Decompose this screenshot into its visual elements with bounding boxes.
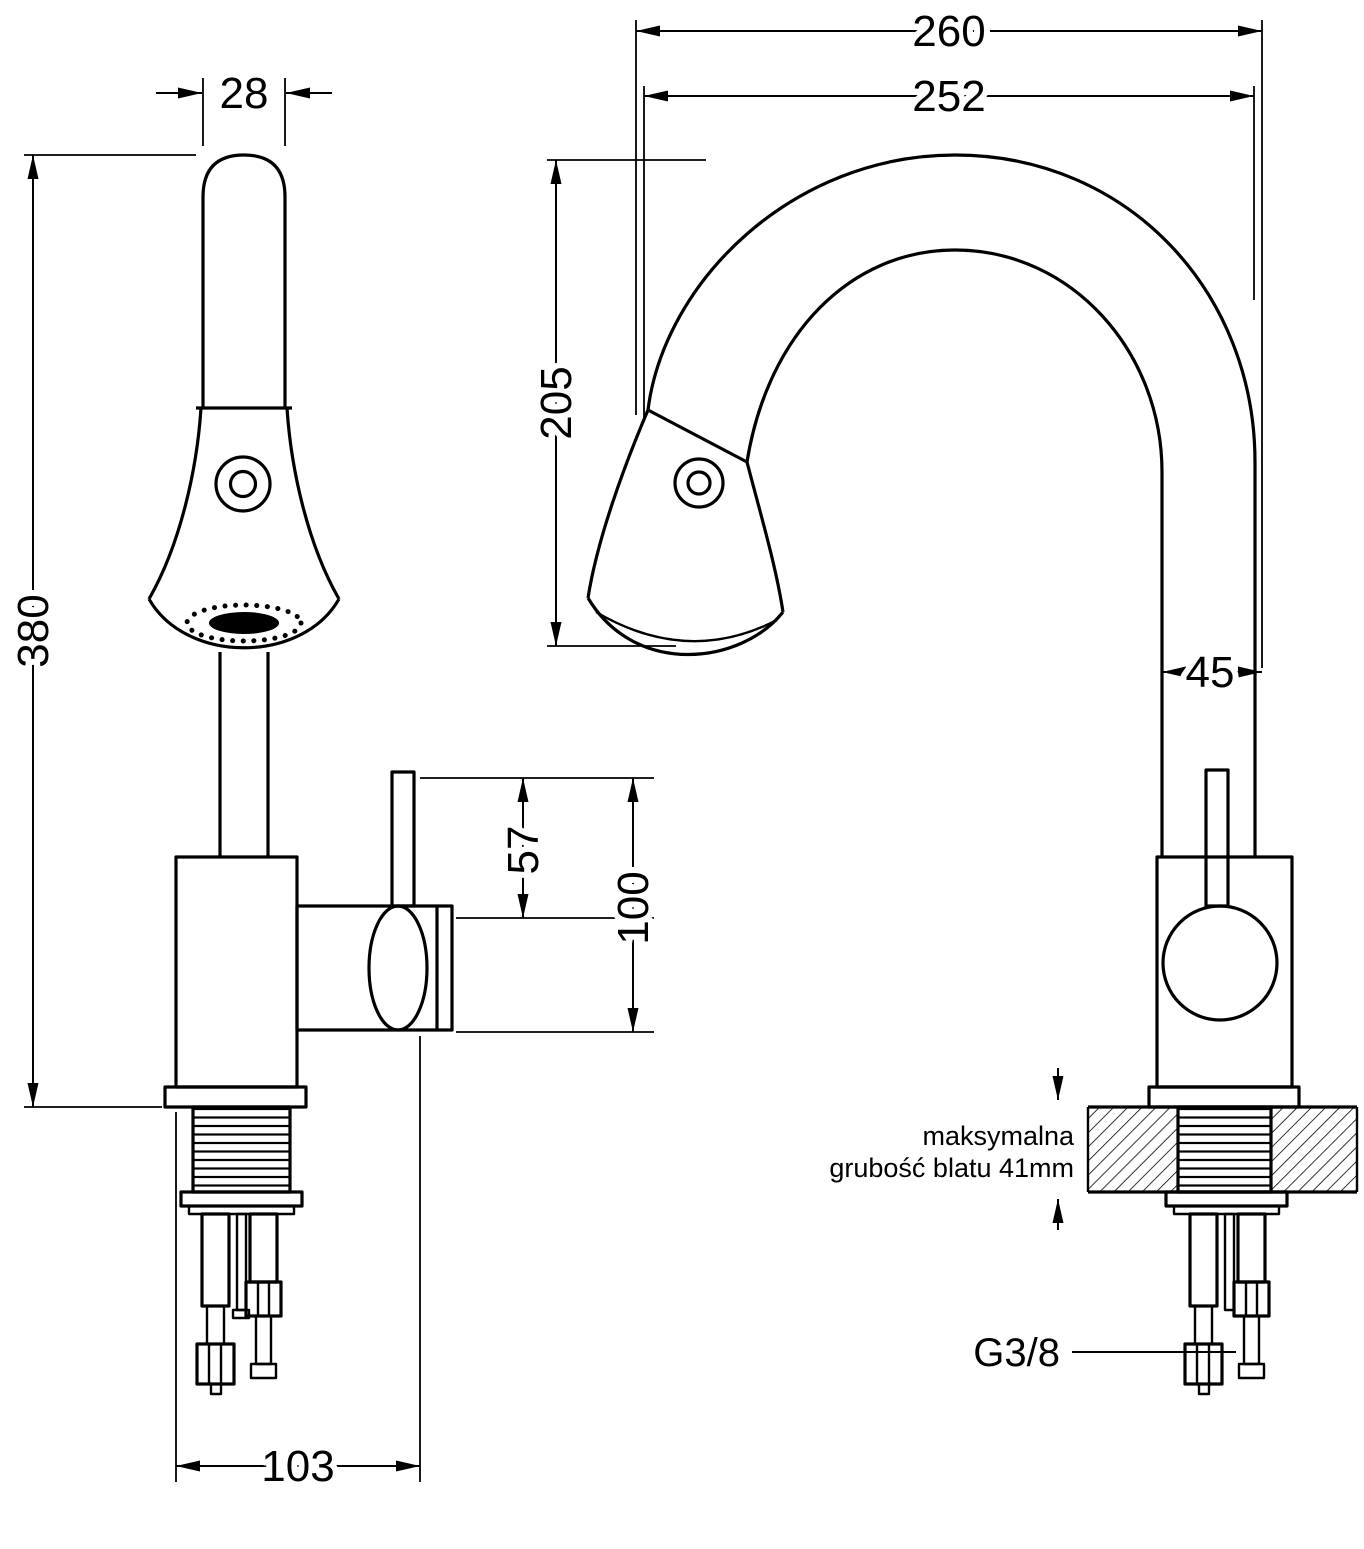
front-body (174, 855, 299, 1089)
thread-size-label: G3/8 (973, 1331, 1060, 1375)
side-handle-knob (1161, 904, 1279, 1022)
dim-label-260: 260 (912, 7, 985, 56)
front-handle-joint (367, 904, 429, 1032)
dim-45-riser-depth: 45 (1162, 642, 1262, 703)
front-hose-right (244, 1212, 283, 1380)
side-handle-lever (1204, 768, 1230, 908)
front-handle-lever (390, 770, 416, 908)
dim-label-252: 252 (912, 72, 985, 121)
dim-103-base-depth: 103 (175, 1036, 421, 1497)
side-hose-left (1183, 1212, 1224, 1396)
dim-label-205: 205 (532, 366, 581, 439)
side-washer-plate (1164, 1190, 1289, 1216)
side-supply-hardware (1183, 1212, 1271, 1396)
side-hose-right-nut (1232, 1280, 1271, 1318)
thread-size-callout: G3/8 (968, 1326, 1236, 1380)
front-washer-plate (179, 1190, 304, 1216)
front-base-flange (163, 1085, 308, 1109)
front-aerator-core (209, 612, 279, 634)
front-hose-right-nut (244, 1280, 283, 1318)
dim-label-57: 57 (499, 826, 548, 875)
front-handle-arm (295, 904, 454, 1032)
side-threaded-shank (1176, 1105, 1273, 1194)
countertop-note-line2: grubość blatu 41mm (829, 1153, 1074, 1183)
front-handle (295, 770, 454, 1032)
countertop-note-line1: maksymalna (922, 1121, 1075, 1151)
dim-label-103: 103 (261, 1442, 334, 1491)
countertop-thickness-callout: maksymalna grubość blatu 41mm (829, 1068, 1075, 1230)
side-hose-right (1232, 1212, 1271, 1380)
dim-205-spout-height: 205 (526, 159, 706, 647)
front-aerator-dots (184, 602, 304, 644)
dim-252-spout-reach: 252 (643, 66, 1255, 420)
side-spray-head (586, 409, 785, 656)
front-riser-tube (218, 652, 270, 857)
front-spray-button-icon (214, 455, 272, 513)
dim-57-lever-height: 57 (420, 777, 654, 919)
countertop-section (1086, 1105, 1359, 1194)
front-supply-hardware (195, 1212, 283, 1396)
side-view: maksymalna grubość blatu 41mm G3/8 (586, 153, 1359, 1396)
side-body (1155, 855, 1294, 1089)
side-spray-face (586, 597, 785, 656)
front-spout-tube (196, 153, 292, 410)
dim-label-100: 100 (609, 871, 658, 944)
side-base-flange (1147, 1085, 1301, 1109)
front-spray-face (147, 598, 341, 650)
dim-380-total-height: 380 (3, 154, 196, 1108)
front-threaded-shank (191, 1105, 292, 1194)
side-spout-joint-line (647, 408, 748, 464)
dim-100-handle-height: 100 (456, 778, 664, 1033)
front-hose-left (195, 1212, 236, 1396)
side-spray-button-icon (673, 457, 725, 509)
front-spray-head (147, 407, 341, 650)
side-hose-left-nut (1183, 1342, 1224, 1386)
dim-260-overall-depth: 260 (635, 1, 1263, 668)
front-view (147, 153, 454, 1396)
dimensions: 28 380 57 100 103 260 (3, 1, 1263, 1497)
dim-28-spout-tip-width: 28 (156, 63, 332, 146)
side-gooseneck-spout (646, 153, 1257, 857)
side-mounting-pin (1223, 1212, 1236, 1312)
side-handle (1161, 768, 1279, 1022)
dim-label-28: 28 (220, 69, 269, 118)
dim-label-45: 45 (1186, 648, 1235, 697)
dim-label-380: 380 (9, 594, 58, 667)
front-hose-left-nut (195, 1342, 236, 1386)
